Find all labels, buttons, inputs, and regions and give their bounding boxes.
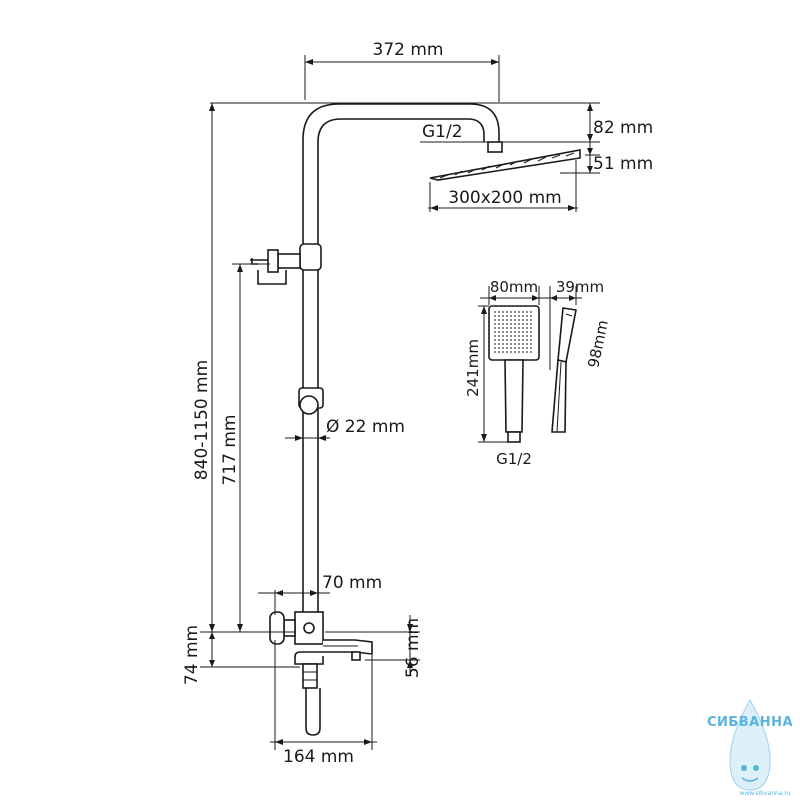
- label-head-size: 300x200 mm: [448, 188, 561, 208]
- riser-pipe: [302, 103, 500, 612]
- dimension-hand-head: 98mm: [584, 318, 612, 369]
- label-overall-width: 372 mm: [373, 40, 444, 60]
- dimension-hand-length: 241mm: [464, 305, 508, 443]
- dimension-overall-width: 372 mm: [304, 40, 500, 102]
- label-mixer-offset: 70 mm: [322, 573, 382, 593]
- label-mixer-height: 74 mm: [182, 625, 202, 685]
- dimension-hand-depth: 39mm: [544, 278, 604, 370]
- hand-shower-front: [488, 305, 540, 443]
- label-holder-height: 717 mm: [220, 415, 240, 486]
- label-spout-height: 56 mm: [403, 618, 423, 678]
- dimension-height-range: 840-1150 mm: [192, 103, 215, 632]
- pipe-slider: [298, 387, 324, 415]
- mixer-body: [269, 611, 373, 665]
- dimension-head-offset: 82 mm 51 mm G1/2: [210, 102, 653, 174]
- brand-logo: СИБВАННА www.sibvanna.ru: [707, 698, 793, 797]
- dimension-head-size: 300x200 mm: [428, 160, 578, 212]
- brand-url: www.sibvanna.ru: [739, 790, 791, 797]
- nozzle-grid: [494, 311, 534, 353]
- label-hand-width: 80mm: [490, 278, 538, 296]
- dimension-spout-length: 164 mm: [270, 640, 377, 767]
- hand-shower-holder: [250, 243, 322, 285]
- label-head-thickness: 51 mm: [593, 154, 653, 174]
- hose: [302, 663, 321, 736]
- dimension-pipe-diameter: Ø 22 mm: [285, 417, 405, 441]
- dimension-mixer-height: 74 mm: [182, 625, 300, 685]
- dimension-hand-width: 80mm: [480, 278, 545, 305]
- label-height-range: 840-1150 mm: [192, 360, 212, 480]
- dimension-spout-height: 56 mm: [325, 615, 423, 678]
- label-pipe-diameter: Ø 22 mm: [326, 417, 405, 437]
- rain-shower-head: [429, 141, 581, 181]
- hand-shower-side: [551, 307, 577, 433]
- dimension-holder-height: 717 mm: [220, 263, 270, 632]
- label-thread-top: G1/2: [422, 122, 463, 142]
- dimension-mixer-offset: 70 mm: [258, 573, 382, 615]
- brand-name: СИБВАННА: [707, 715, 793, 730]
- label-head-offset: 82 mm: [593, 118, 653, 138]
- label-thread-hand: G1/2: [496, 450, 532, 468]
- label-hand-head: 98mm: [584, 318, 612, 369]
- label-hand-depth: 39mm: [556, 278, 604, 296]
- label-spout-length: 164 mm: [283, 747, 354, 767]
- label-hand-length: 241mm: [464, 339, 482, 397]
